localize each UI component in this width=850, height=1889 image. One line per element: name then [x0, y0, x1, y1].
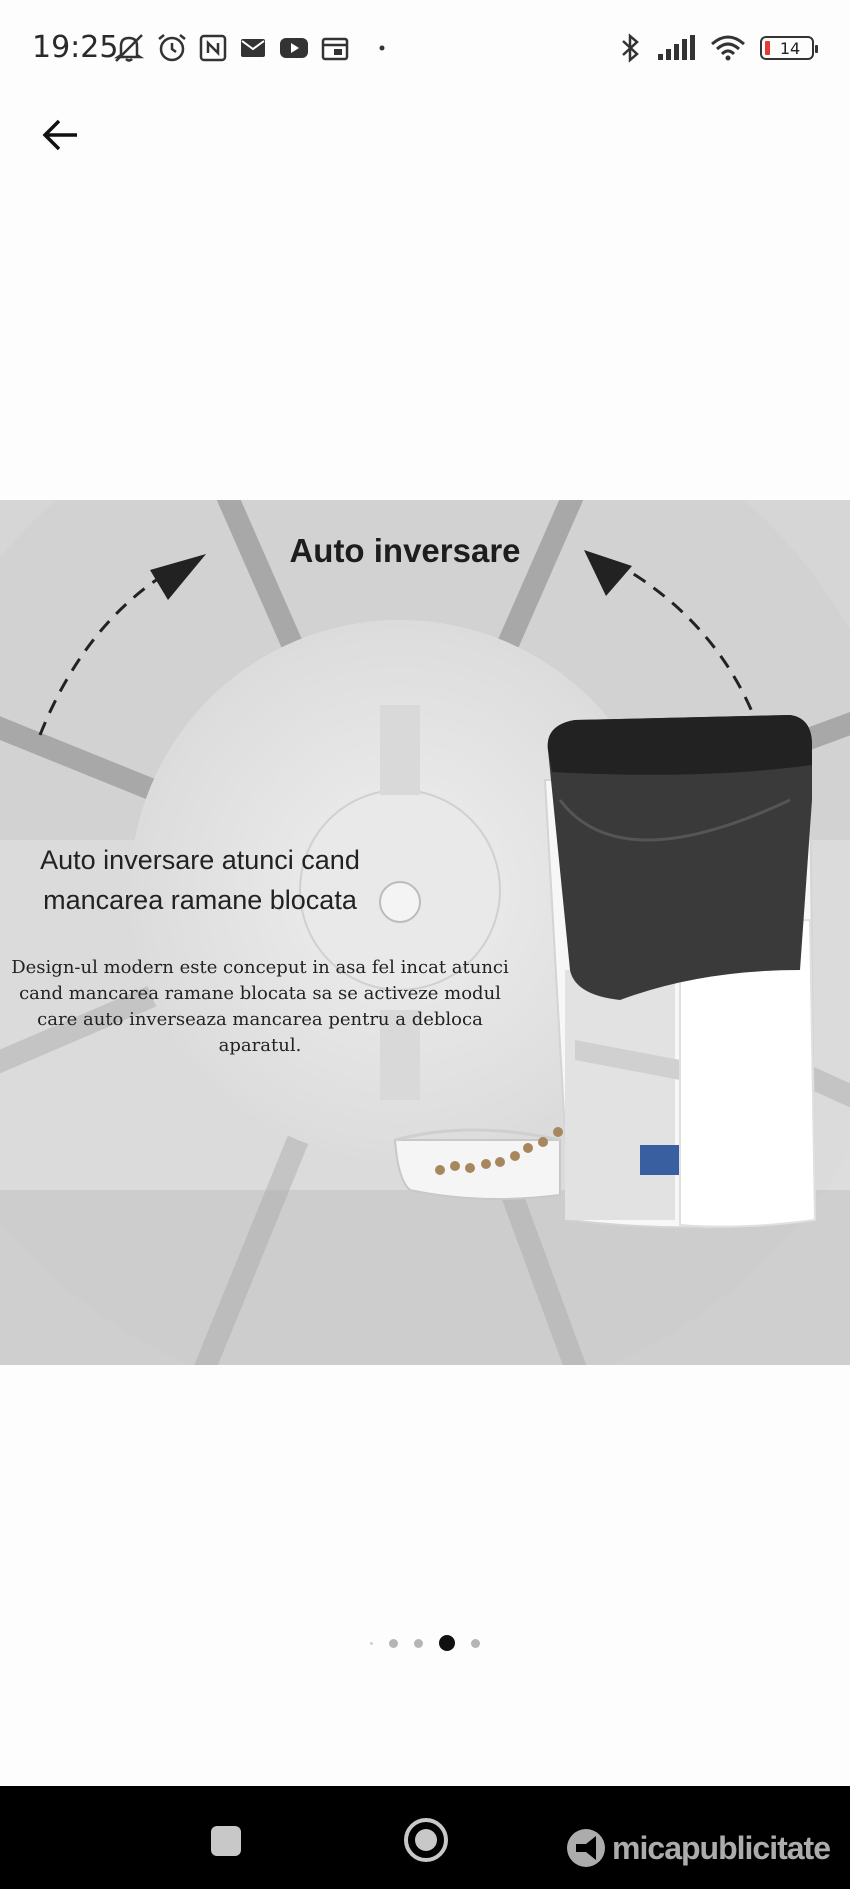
slide-subtitle: Auto inversare atunci cand mancarea rama… — [0, 840, 400, 920]
signal-icon — [658, 35, 695, 60]
bluetooth-icon — [622, 33, 639, 63]
system-nav-bar: micapublicitate — [0, 1786, 850, 1889]
back-button[interactable] — [36, 110, 86, 160]
pager-dot-active[interactable] — [439, 1635, 455, 1651]
dot-icon — [379, 45, 385, 51]
battery-level-bar — [765, 41, 770, 55]
slide-subtitle-line2: mancarea ramane blocata — [43, 885, 357, 915]
pager-dot[interactable] — [414, 1638, 423, 1648]
watermark: micapublicitate — [564, 1826, 831, 1870]
status-bar: 19:25 — [0, 0, 850, 100]
pager-dot[interactable] — [471, 1638, 480, 1648]
product-image-gallery[interactable]: Auto inversare Auto inversare atunci can… — [0, 500, 850, 1365]
mail-icon — [241, 39, 265, 57]
pager-dot[interactable] — [389, 1638, 398, 1648]
slide-description: Design-ul modern este conceput in asa fe… — [11, 957, 509, 1056]
battery-level-text: 14 — [779, 38, 801, 58]
slide-title: Auto inversare — [0, 532, 850, 570]
slide-subtitle-line1: Auto inversare atunci cand — [40, 845, 360, 875]
megaphone-icon — [567, 1829, 606, 1867]
wifi-icon — [711, 35, 745, 61]
home-button[interactable] — [404, 1818, 448, 1862]
youtube-icon — [280, 38, 308, 58]
status-time: 19:25 — [32, 30, 119, 65]
slide-title-text: Auto inversare — [289, 532, 521, 569]
bell-off-icon — [113, 34, 145, 62]
status-icons-left — [112, 33, 392, 63]
gallery-pager — [0, 1633, 850, 1653]
pager-dot[interactable] — [370, 1641, 373, 1645]
status-icons-right: 14 — [618, 32, 818, 64]
arrow-left-icon — [42, 119, 77, 151]
watermark-text: micapublicitate — [612, 1829, 831, 1866]
alarm-icon — [158, 34, 186, 62]
recents-button[interactable] — [211, 1826, 241, 1856]
nfc-icon — [199, 34, 227, 62]
product-image — [0, 500, 850, 1365]
calendar-icon — [321, 37, 349, 61]
battery-icon: 14 — [760, 36, 818, 60]
